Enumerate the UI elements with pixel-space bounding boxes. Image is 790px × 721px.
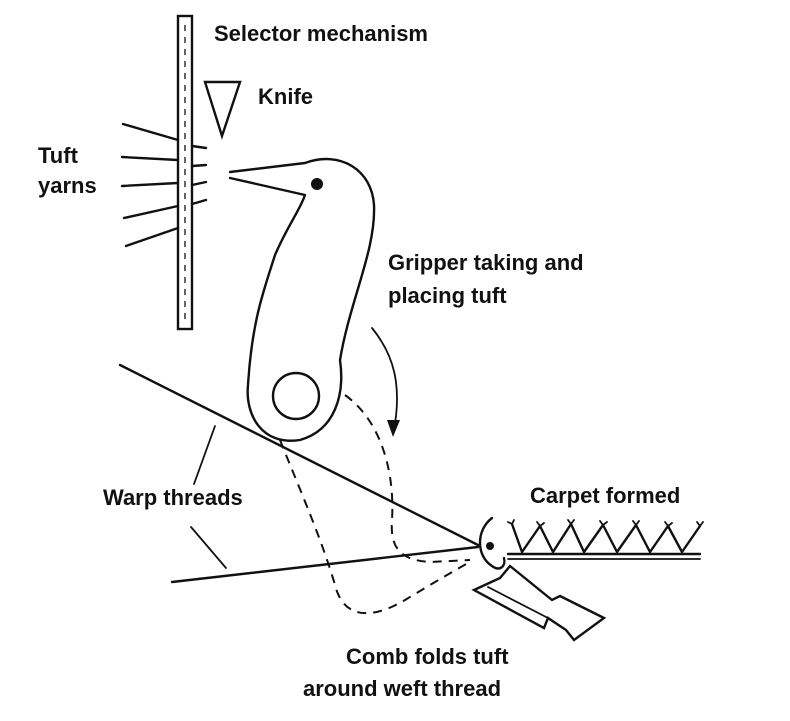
label-knife: Knife xyxy=(258,84,313,109)
comb xyxy=(471,564,607,642)
label-selector-mechanism: Selector mechanism xyxy=(214,21,428,46)
label-gripper-line1: Gripper taking and xyxy=(388,250,584,275)
label-tuft-line1: Tuft xyxy=(38,143,79,168)
label-carpet-formed: Carpet formed xyxy=(530,483,680,508)
selector-mechanism xyxy=(176,14,194,331)
rotation-arrow-icon xyxy=(371,327,400,437)
label-gripper-line2: placing tuft xyxy=(388,283,507,308)
gripper xyxy=(228,157,376,442)
gripper-swing-path xyxy=(279,394,471,615)
label-tuft-line2: yarns xyxy=(38,173,97,198)
carpet-formed xyxy=(506,519,704,560)
warp-threads xyxy=(118,363,480,584)
weft-thread xyxy=(478,516,506,570)
label-comb-line2: around weft thread xyxy=(303,676,501,701)
label-warp-threads: Warp threads xyxy=(103,485,243,510)
label-comb-line1: Comb folds tuft xyxy=(346,644,509,669)
tuft-yarns xyxy=(120,122,208,248)
knife-icon xyxy=(203,80,242,140)
